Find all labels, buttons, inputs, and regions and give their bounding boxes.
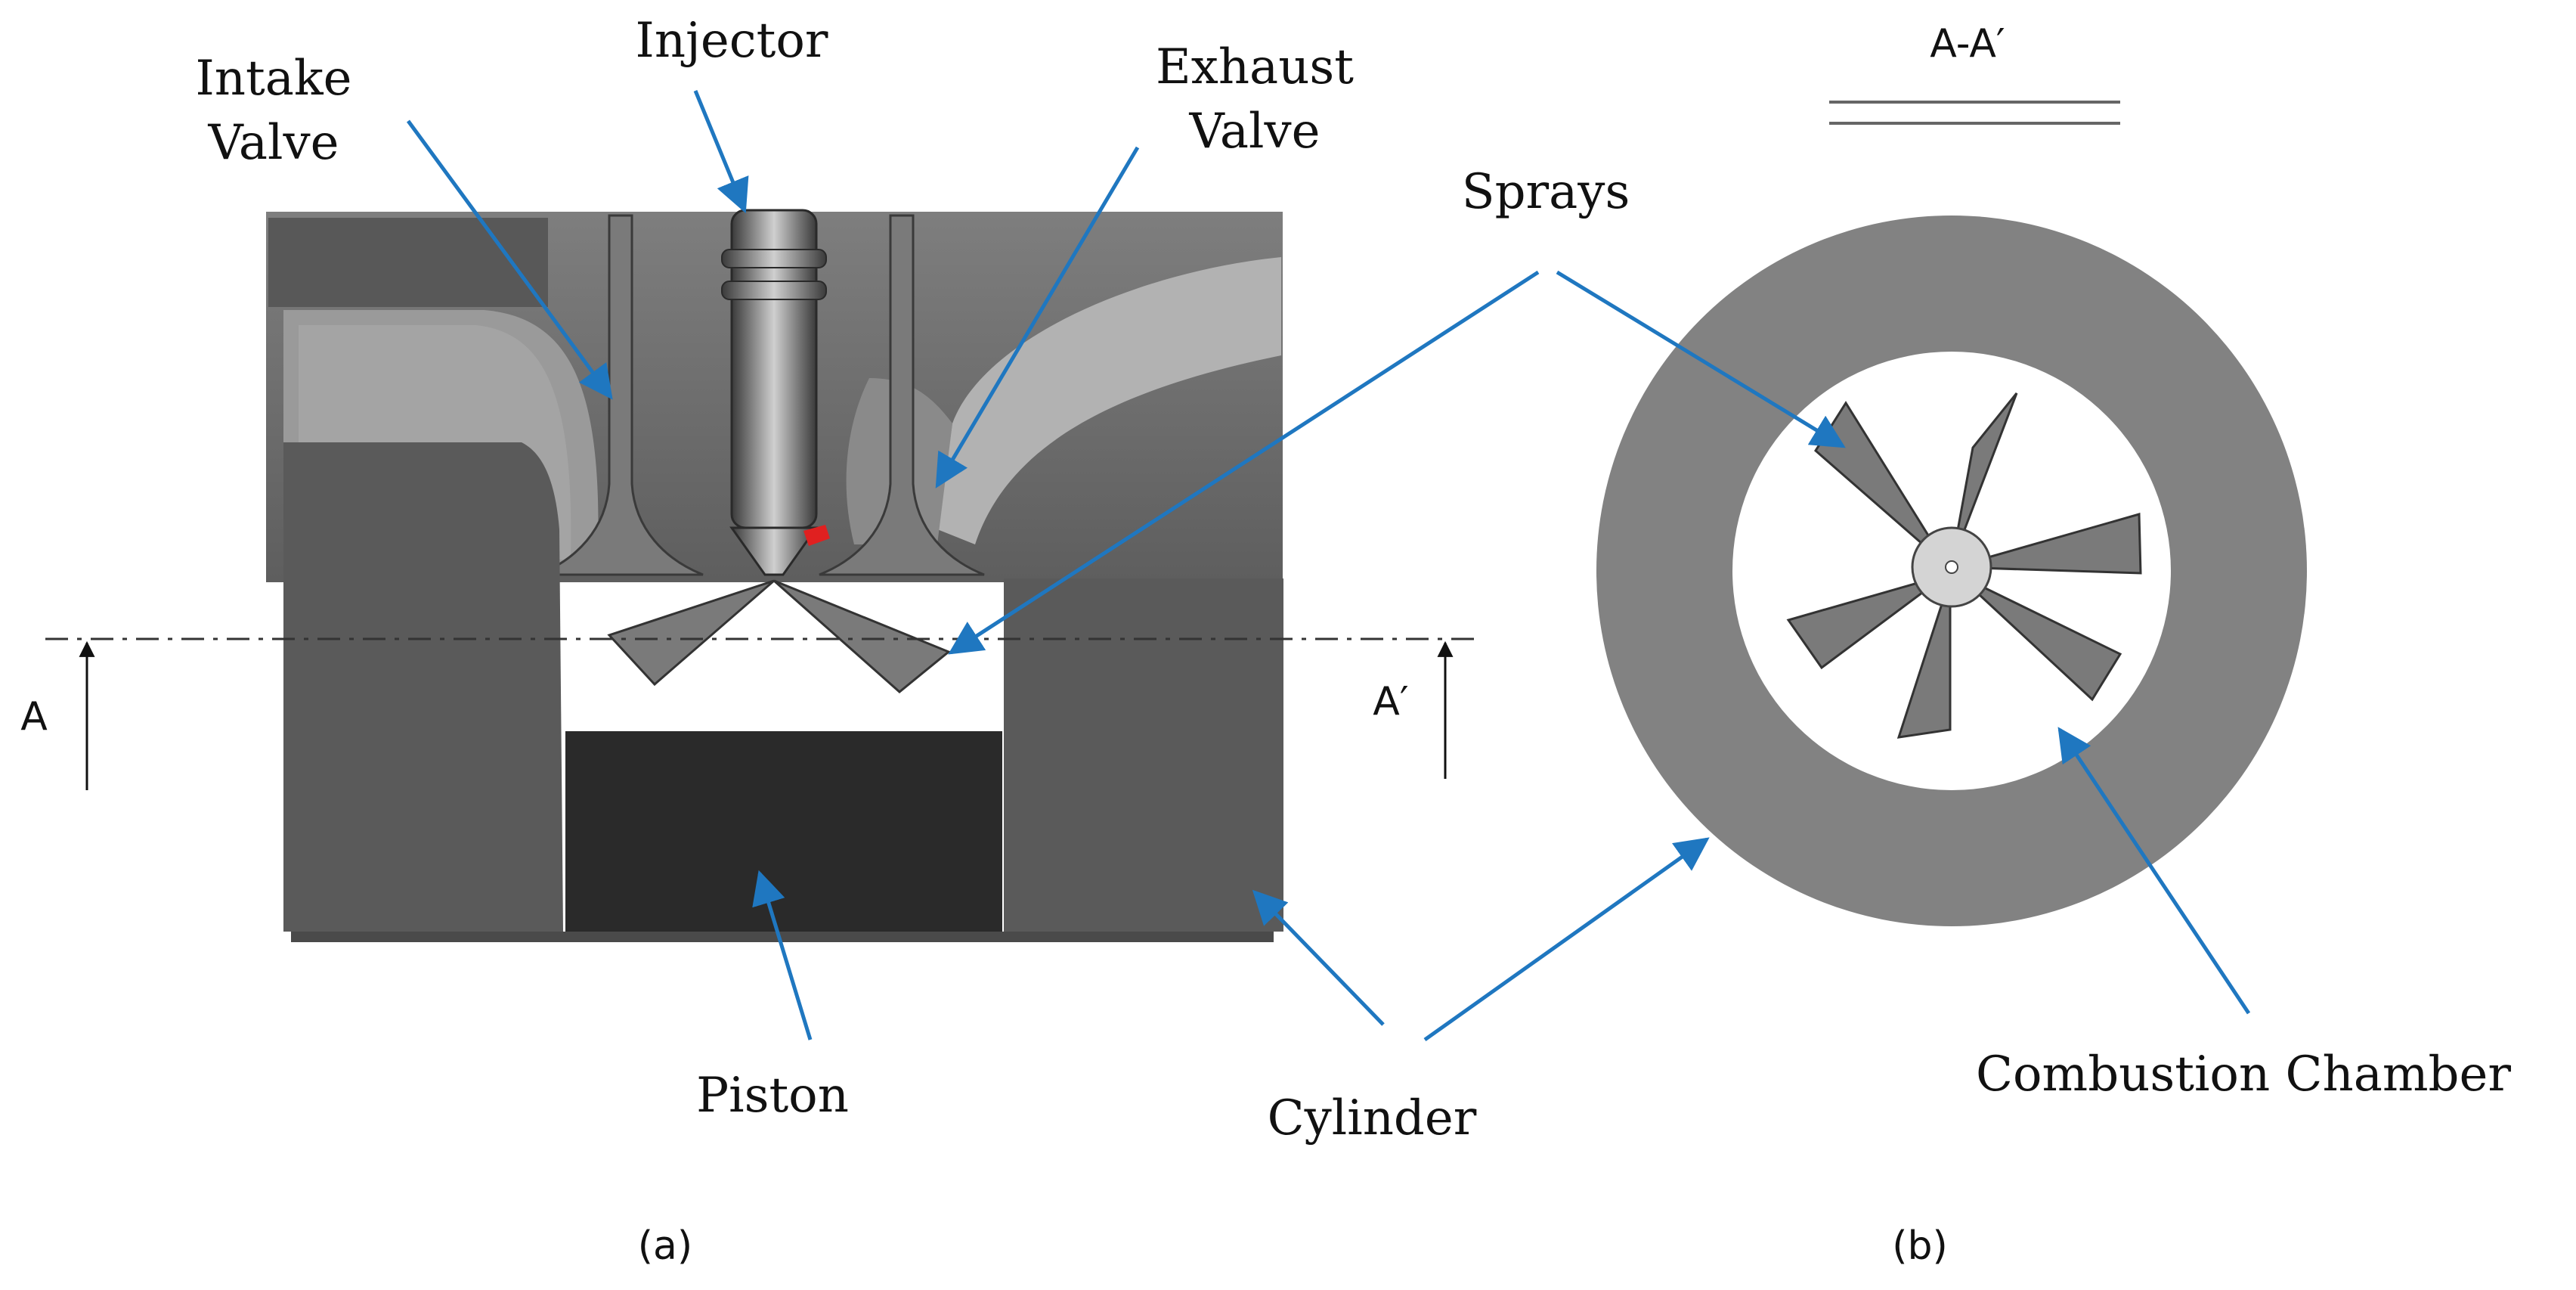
exhaust-port [937, 257, 1281, 544]
label-sprays: Sprays [1462, 164, 1630, 220]
exhaust-valve [819, 214, 985, 576]
label-piston: Piston [696, 1068, 849, 1124]
head-top-left-block [268, 218, 548, 307]
arrow-sprays-right [1556, 270, 1846, 448]
cylinder-right-wall [1004, 578, 1283, 932]
cross-section [266, 209, 1283, 942]
caption-b: (b) [1892, 1223, 1948, 1269]
arrow-intake-valve [406, 119, 613, 400]
label-cylinder: Cylinder [1268, 1090, 1477, 1146]
cylinder-base [291, 932, 1274, 942]
leader-arrows [406, 90, 2251, 1042]
spray-plume-1 [1950, 392, 2018, 564]
label-intake-valve: Valve [208, 115, 339, 171]
caption-a: (a) [638, 1223, 692, 1269]
label-exhaust: Exhaust [1156, 39, 1354, 95]
label-injector: Injector [636, 13, 828, 69]
label-section-title: A-A′ [1930, 21, 2005, 67]
label-combustion-chamber: Combustion Chamber [1976, 1047, 2511, 1102]
arrow-cylinder-right [1423, 837, 1710, 1042]
spray-plume-4 [1896, 578, 1952, 739]
labels: Intake Valve Injector Exhaust Valve Spra… [20, 13, 2511, 1269]
intake-valve [537, 214, 704, 576]
nozzle-hole [1945, 560, 1958, 574]
spray-plume-2 [1953, 513, 2142, 575]
injector-tip-marker [803, 525, 830, 546]
arrow-exhaust-valve [935, 146, 1140, 488]
label-section-a-prime: A′ [1373, 679, 1408, 724]
spray-plume-3 [1956, 573, 2122, 702]
spray-left [607, 579, 775, 687]
label-intake: Intake [195, 51, 351, 107]
cylinder-left-wall [283, 442, 563, 932]
top-view [1596, 101, 2307, 926]
section-line [45, 637, 1482, 790]
spray-plume-5 [1786, 573, 1947, 670]
spray-right [773, 579, 951, 693]
arrow-cylinder-left [1252, 889, 1385, 1026]
spray-plumes [1786, 392, 2142, 739]
arrow-injector [693, 90, 749, 214]
arrow-sprays-left [948, 270, 1540, 655]
arrow-piston [752, 870, 813, 1040]
piston-shape [565, 731, 1002, 932]
arrow-combustion-chamber [2057, 727, 2251, 1015]
label-section-a: A [20, 694, 48, 740]
label-exhaust-valve: Valve [1189, 104, 1321, 160]
injector [721, 209, 830, 576]
